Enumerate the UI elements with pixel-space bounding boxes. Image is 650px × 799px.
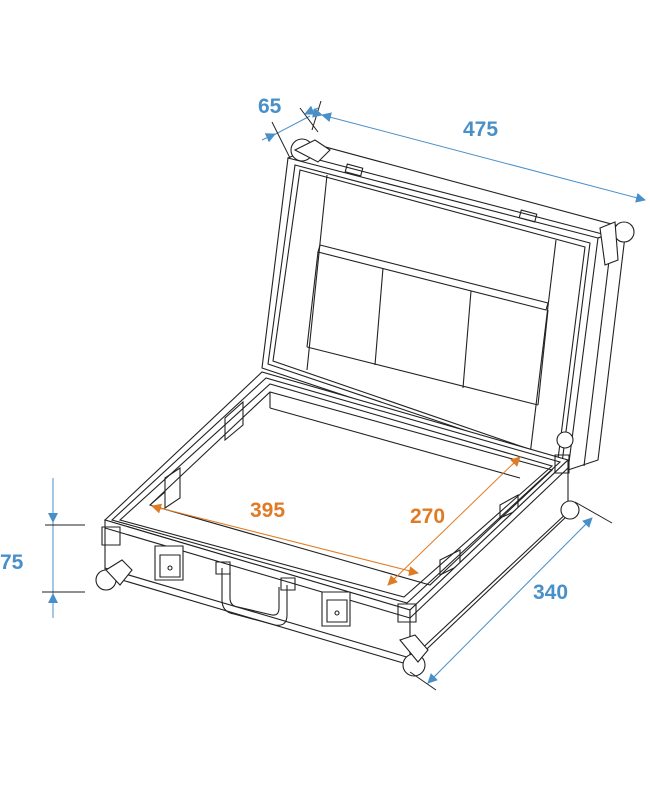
case-lid xyxy=(262,145,626,470)
dimension-label-outer-height: 75 xyxy=(0,551,24,574)
case-base xyxy=(102,372,570,665)
dimension-label-outer-depth: 340 xyxy=(533,581,569,604)
dimension-label-inner-depth: 270 xyxy=(410,505,446,528)
inner-dimension-lines xyxy=(151,456,521,586)
dimension-label-inner-length: 395 xyxy=(250,499,286,522)
dimension-label-lid-depth: 65 xyxy=(258,95,282,118)
outer-dimension-lines xyxy=(42,101,646,690)
ball-corners xyxy=(96,139,634,676)
dimension-label-outer-length: 475 xyxy=(463,118,499,141)
